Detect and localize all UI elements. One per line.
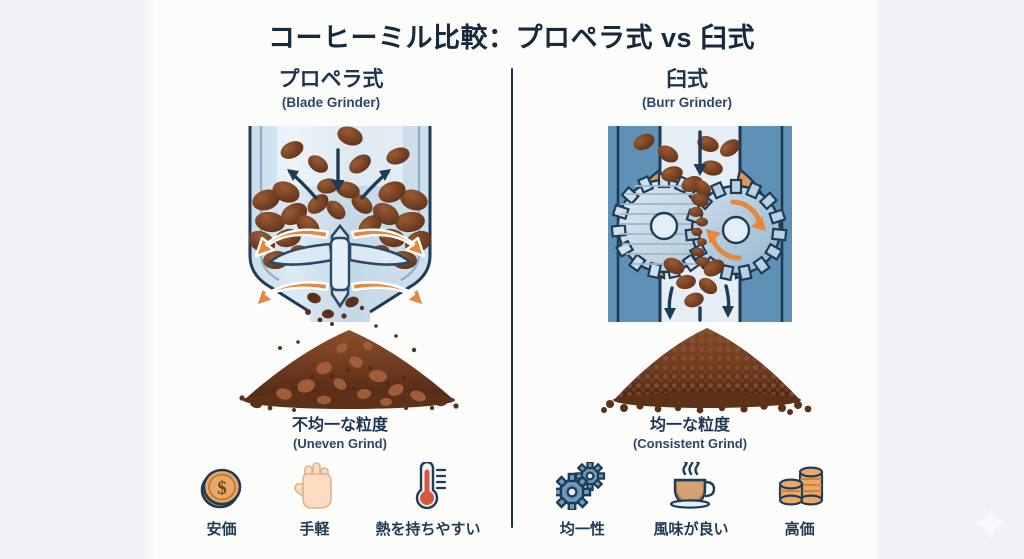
column-heading-burr: 臼式 (Burr Grinder) <box>537 68 837 110</box>
column-heading-blade: プロペラ式 (Blade Grinder) <box>181 68 481 110</box>
hand-icon <box>293 462 335 510</box>
feature-cheap-label: 安価 <box>206 521 237 538</box>
svg-text:$: $ <box>218 478 228 499</box>
feature-heat-label: 熱を持ちやすい <box>375 521 481 538</box>
grind-caption-uneven-ja: 不均一な粒度 <box>291 417 388 434</box>
feature-row-blade: $ 安価 手軽 <box>175 462 495 539</box>
feature-cheap: $ 安価 <box>175 462 268 539</box>
crush-column <box>689 193 710 267</box>
feature-row-burr: 均一性 風味が良い <box>528 462 854 539</box>
uneven-grind-pile <box>236 318 462 416</box>
feature-heat: 熱を持ちやすい <box>361 462 495 539</box>
sparkle-icon <box>974 506 1008 545</box>
falling-grounds <box>305 292 365 323</box>
column-heading-burr-ja: 臼式 <box>666 68 708 91</box>
page-title: コーヒーミル比較：プロペラ式 vs 臼式 <box>267 23 756 53</box>
column-heading-blade-en: (Blade Grinder) <box>281 95 381 111</box>
coffee-cup-icon <box>665 462 717 510</box>
blade-assembly <box>267 223 413 309</box>
bean-cluster-airborne <box>280 126 410 220</box>
burr-grinder-illustration <box>602 126 798 322</box>
feature-easy: 手軽 <box>268 462 361 539</box>
feature-flavor: 風味が良い <box>639 462 743 539</box>
column-divider <box>511 68 513 528</box>
grind-caption-uneven: 不均一な粒度 (Uneven Grind) <box>190 416 490 451</box>
thermometer-icon <box>407 462 449 510</box>
bean-cluster-exiting <box>663 257 725 308</box>
column-heading-burr-en: (Burr Grinder) <box>641 95 732 111</box>
feature-expensive: 高価 <box>748 462 852 539</box>
canvas-left-edge-shade <box>145 0 155 559</box>
blade-grinder-illustration <box>232 126 448 323</box>
rotation-arrows-orange <box>254 228 426 308</box>
consistent-grind-pile <box>600 320 814 416</box>
feature-flavor-label: 風味が良い <box>653 521 729 538</box>
gears-icon <box>556 462 608 510</box>
grind-caption-consistent-en: (Consistent Grind) <box>632 436 748 452</box>
feature-uniformity: 均一性 <box>530 462 634 539</box>
coin-stack-icon <box>774 462 826 510</box>
column-heading-blade-ja: プロペラ式 <box>278 68 384 91</box>
bean-cluster-entering <box>633 133 740 197</box>
grind-caption-uneven-en: (Uneven Grind) <box>293 436 387 452</box>
feature-easy-label: 手軽 <box>299 521 330 538</box>
coin-icon: $ <box>198 462 244 510</box>
grind-caption-consistent-ja: 均一な粒度 <box>649 417 730 434</box>
feature-expensive-label: 高価 <box>784 521 815 538</box>
grind-caption-consistent: 均一な粒度 (Consistent Grind) <box>540 416 840 451</box>
feature-uniformity-label: 均一性 <box>559 521 605 538</box>
